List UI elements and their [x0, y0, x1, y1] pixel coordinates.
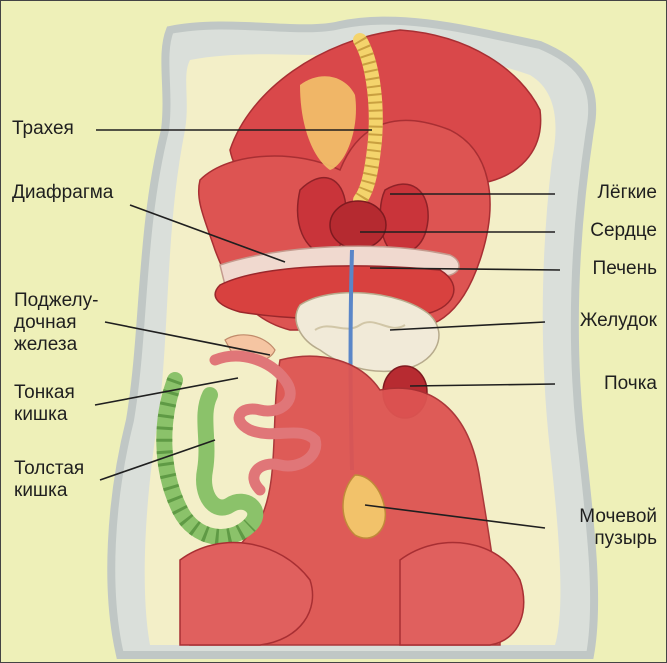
label-lungs: Лёгкие: [598, 182, 657, 204]
heart-shape: [330, 201, 386, 249]
label-trachea: Трахея: [12, 118, 74, 140]
label-small-intestine: Тонкая кишка: [14, 382, 75, 426]
label-kidney: Почка: [604, 373, 657, 395]
label-stomach: Желудок: [580, 310, 657, 332]
label-heart: Сердце: [590, 220, 657, 242]
label-diaphragm: Диафрагма: [12, 182, 113, 204]
label-large-intestine: Толстая кишка: [14, 458, 84, 502]
label-liver: Печень: [593, 258, 657, 280]
label-bladder: Мочевой пузырь: [579, 506, 657, 550]
label-pancreas: Поджелу- дочная железа: [14, 290, 98, 356]
